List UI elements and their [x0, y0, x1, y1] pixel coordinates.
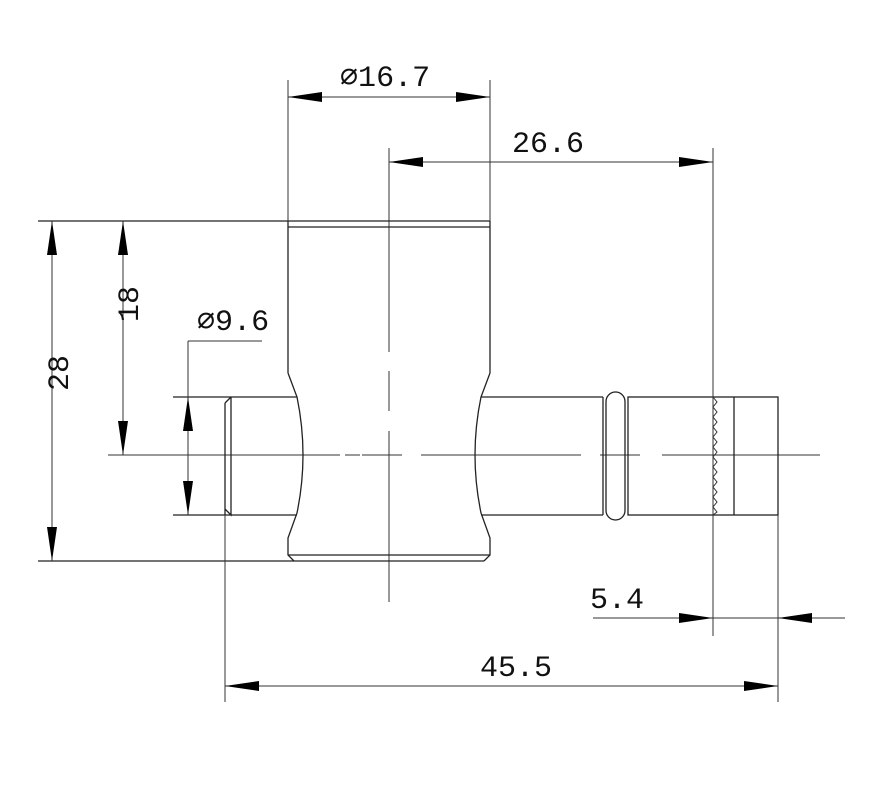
dim-label-head-diameter: ⌀16.7 — [340, 62, 430, 96]
dimension-overall-length: 45.5 — [224, 515, 778, 702]
dimension-center-to-serration: 26.6 — [389, 128, 714, 636]
dim-label-overall-height: 28 — [44, 355, 78, 391]
o-ring — [605, 391, 626, 521]
dim-label-center-to-serration: 26.6 — [512, 128, 584, 162]
body-outline — [38, 220, 491, 562]
dimension-shaft-diameter: ⌀9.6 — [183, 306, 269, 515]
dimension-tip-length: 5.4 — [590, 515, 845, 702]
dimension-center-height: 18 — [114, 221, 148, 455]
dim-label-overall-length: 45.5 — [480, 652, 552, 686]
shaft-outline — [173, 391, 779, 521]
dim-label-shaft-diameter: ⌀9.6 — [197, 306, 269, 340]
dim-label-tip-length: 5.4 — [590, 584, 644, 618]
dimension-head-diameter: ⌀16.7 — [287, 62, 491, 221]
serration — [712, 396, 718, 516]
dimension-overall-height: 28 — [44, 221, 78, 561]
dim-label-center-height: 18 — [114, 286, 148, 322]
